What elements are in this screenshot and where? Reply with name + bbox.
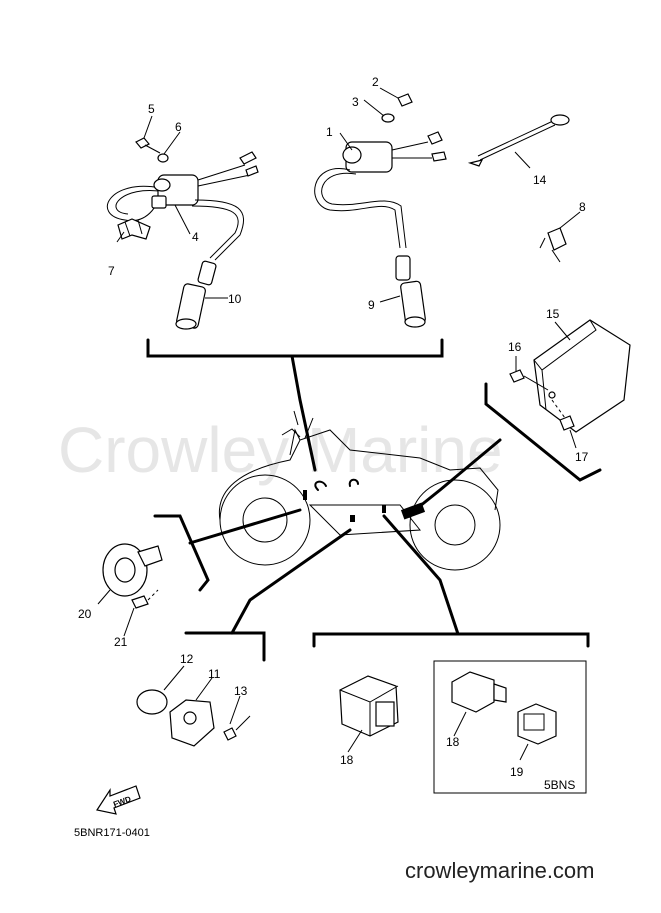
callout-6: 6 [175, 120, 182, 134]
diagram-code: 5BNR171-0401 [74, 827, 150, 839]
callout-4: 4 [192, 230, 199, 244]
ignition-coil-left [106, 151, 259, 330]
nut-17 [559, 415, 575, 431]
bolt-2 [397, 93, 413, 107]
clip-8 [539, 227, 567, 263]
sensor-leader-line [230, 528, 352, 635]
callout-21: 21 [114, 635, 128, 649]
callout-16: 16 [508, 340, 522, 354]
o-ring-12 [136, 689, 168, 715]
callout-7: 7 [108, 264, 115, 278]
motorcycle-outline [218, 410, 501, 571]
horn-20 [102, 543, 163, 597]
ignition-coil-right [314, 131, 447, 328]
coupler-19 [517, 703, 557, 745]
callout-15: 15 [546, 307, 560, 321]
regulator-group-bracket [484, 382, 602, 482]
callout-14: 14 [533, 173, 547, 187]
relay-18 [339, 675, 399, 737]
horn-leader-line [188, 508, 302, 545]
callout-5: 5 [148, 102, 155, 116]
relay-leader-line [382, 514, 460, 636]
relay-18-inset [451, 671, 507, 713]
callout-11: 11 [208, 667, 221, 681]
callout-3: 3 [352, 95, 359, 109]
regulator-leader-line [413, 438, 502, 512]
sensor-group-bracket [184, 631, 266, 662]
relay-group-bracket [312, 632, 590, 648]
callout-1: 1 [326, 125, 333, 139]
fwd-arrow-icon: FWD [96, 785, 141, 815]
inset-label: 5BNS [544, 778, 575, 792]
callout-leaders [97, 87, 581, 761]
washer-6 [157, 153, 169, 163]
bolt-16 [509, 369, 525, 383]
screw-5 [135, 137, 161, 154]
footer-brand: crowleymarine.com [405, 858, 595, 883]
horn-group-bracket [153, 514, 210, 592]
callout-18-inset: 18 [446, 735, 460, 749]
callout-9: 9 [368, 298, 375, 312]
bolt-16-line [523, 375, 549, 391]
ignition-leader-line [290, 354, 317, 472]
screw-13 [223, 715, 251, 741]
sensor-11 [169, 699, 215, 747]
callout-18-main: 18 [340, 753, 354, 767]
ignition-group-bracket [146, 338, 444, 358]
callout-19: 19 [510, 765, 524, 779]
washer-3 [381, 113, 395, 123]
callout-10: 10 [228, 292, 242, 306]
callout-13: 13 [234, 684, 248, 698]
watermark-text: Crowley Marine [58, 414, 503, 486]
rectifier-regulator-15 [533, 319, 631, 433]
bolt-21 [131, 589, 159, 609]
callout-20: 20 [78, 607, 92, 621]
lead-wire-14 [467, 114, 570, 167]
callout-17: 17 [575, 450, 589, 464]
inset-box-5bns [433, 660, 587, 794]
callout-8: 8 [579, 200, 586, 214]
clamp-7 [117, 218, 151, 240]
callout-2: 2 [372, 75, 379, 89]
callout-12: 12 [180, 652, 194, 666]
